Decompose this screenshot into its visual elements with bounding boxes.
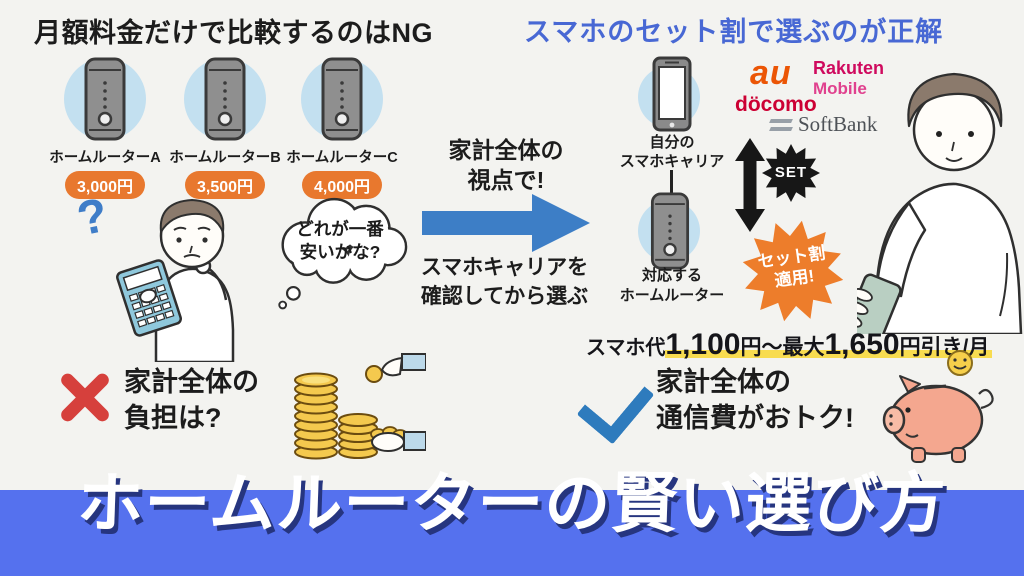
arrow-right-icon — [422, 194, 590, 252]
router-b-price-badge: 3,500円 — [185, 171, 265, 199]
discount-amount-2: 1,650 — [824, 328, 900, 361]
bottom-banner — [0, 490, 1024, 576]
home-router-icon — [84, 57, 126, 141]
verdict-left-text: 家計全体の 負担は? — [124, 367, 259, 434]
banner-title: ホームルーターの賢い選び方 — [76, 466, 948, 540]
cross-icon — [56, 368, 114, 426]
discount-prefix: スマホ代 — [586, 337, 666, 359]
smartphone-icon — [652, 56, 692, 132]
thought-bubble: どれが一番 安いかな? — [272, 196, 408, 314]
set-discount-badge: セット割 適用! — [742, 220, 844, 322]
headline-left: 月額料金だけで比較するのはNG — [34, 18, 433, 48]
router-a-price-badge: 3,000円 — [65, 171, 145, 199]
discount-burst-icon — [742, 220, 844, 322]
au-logo: au — [750, 54, 792, 92]
check-icon — [576, 364, 655, 445]
router-b: ホームルーターB 3,500円 — [165, 57, 285, 199]
connector-line — [670, 170, 673, 196]
home-router-icon — [650, 192, 690, 270]
router-c-label: ホームルーターC — [286, 150, 398, 166]
router-b-circle — [184, 57, 266, 141]
router-a: ホームルーターA 3,000円 — [45, 57, 165, 199]
rakuten-mobile-logo: Rakuten Mobile — [813, 58, 885, 98]
verdict-right-text: 家計全体の 通信費がおトク! — [656, 367, 854, 434]
person-left-illustration — [116, 199, 235, 362]
phone-label: 自分の スマホキャリア — [619, 134, 725, 170]
home-router-icon — [321, 57, 363, 141]
docomo-logo: döcomo — [735, 93, 817, 116]
thought-bubble-text: どれが一番 安いかな? — [296, 219, 384, 262]
discount-mid: 円〜最大 — [740, 336, 825, 359]
set-badge-label: SET — [774, 164, 808, 181]
router-a-circle — [64, 57, 146, 141]
center-caption-top: 家計全体の 視点で! — [448, 137, 564, 193]
compatible-router-label: 対応する ホームルーター — [619, 267, 725, 304]
set-burst-icon — [762, 144, 820, 202]
headline-right: スマホのセット割で選ぶのが正解 — [524, 17, 944, 47]
piggy-bank-illustration — [882, 350, 994, 463]
double-arrow-icon — [735, 138, 765, 232]
set-badge: SET — [762, 144, 820, 202]
discount-line: スマホ代1,100円〜最大1,650円引き/月 — [586, 328, 993, 362]
home-router-icon — [204, 57, 246, 141]
router-a-label: ホームルーターA — [49, 150, 161, 166]
router-c-circle — [301, 57, 383, 141]
router-b-label: ホームルーターB — [169, 150, 281, 166]
softbank-bars-icon — [769, 118, 793, 131]
center-caption-bottom: スマホキャリアを 確認してから選ぶ — [420, 256, 589, 309]
person-right-illustration — [857, 72, 1023, 334]
thought-bubble-icon — [278, 197, 408, 310]
coins-illustration — [294, 353, 426, 460]
discount-amount-1: 1,100 — [665, 328, 741, 361]
router-c-price-badge: 4,000円 — [302, 171, 382, 199]
softbank-logo: SoftBank — [769, 112, 877, 137]
router-c: ホームルーターC 4,000円 — [282, 57, 402, 199]
